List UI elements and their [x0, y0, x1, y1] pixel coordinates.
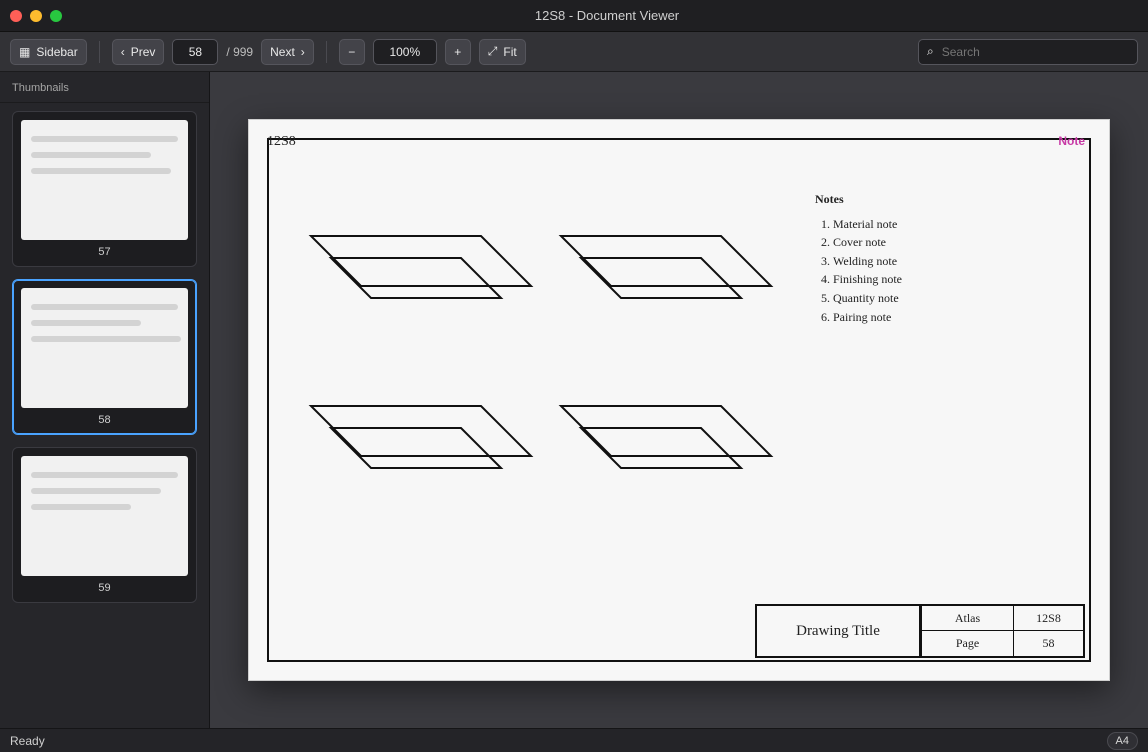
thumbnail-item[interactable]: 59 [12, 447, 197, 603]
search-field[interactable]: ⌕ [918, 38, 1138, 65]
prev-page-label: Prev [130, 44, 156, 59]
main-content: Thumbnails 57 58 [0, 72, 1148, 728]
technical-drawing [308, 235, 774, 469]
minimize-window-button[interactable] [30, 9, 42, 22]
thumbnail-item-active[interactable]: 58 [12, 279, 197, 435]
toolbar-separator-2 [325, 40, 327, 63]
thumbnail-item[interactable]: 57 [12, 111, 197, 267]
thumbnail-line [31, 320, 141, 326]
maximize-window-button[interactable] [50, 9, 62, 22]
search-input[interactable] [939, 43, 1114, 60]
document-viewer[interactable]: 12S8 Note Notes [210, 72, 1148, 728]
toolbar-separator [98, 40, 100, 63]
prev-page-button[interactable]: ‹ Prev [111, 38, 165, 65]
notes-list: Material note Cover note Welding note Fi… [815, 215, 1085, 327]
title-block-title: Drawing Title [757, 606, 921, 656]
thumbnail-line [31, 136, 178, 142]
page-annotation: Note [1058, 134, 1085, 148]
chevron-right-icon: › [300, 44, 305, 59]
status-bar: Ready A4 [0, 728, 1148, 752]
drawing-outline [558, 235, 774, 287]
page-number-value: 58 [188, 44, 203, 59]
thumbnail-list: 57 58 59 [0, 111, 209, 603]
zoom-in-button[interactable]: + [444, 38, 471, 65]
zoom-level-value: 100% [389, 44, 421, 59]
drawing-outline [308, 405, 534, 457]
sidebar-header: Thumbnails [0, 82, 209, 103]
viewer-toolbar: ▦ Sidebar ‹ Prev 58 / 999 Next › − 100% … [0, 32, 1148, 72]
title-bar: 12S8 - Document Viewer [0, 0, 1148, 32]
sidebar-toggle-button[interactable]: ▦ Sidebar [10, 38, 87, 65]
zoom-out-button[interactable]: − [338, 38, 365, 65]
thumbnail-preview [21, 288, 188, 408]
thumbnail-line [31, 504, 131, 510]
thumbnail-preview [21, 456, 188, 576]
drawing-outline [328, 427, 504, 469]
thumbnail-line [31, 336, 181, 342]
title-block-page-value: 58 [1013, 631, 1083, 656]
page-frame [267, 138, 1091, 662]
thumbnail-preview [21, 120, 188, 240]
thumbnail-line [31, 168, 171, 174]
notes-item: Material note [833, 215, 1085, 234]
thumbnail-sidebar: Thumbnails 57 58 [0, 72, 210, 728]
zoom-level-field[interactable]: 100% [372, 38, 437, 65]
notes-item: Cover note [833, 233, 1085, 252]
title-block-atlas-value: 12S8 [1013, 606, 1083, 631]
title-block: Drawing Title Atlas 12S8 Page 58 [755, 604, 1085, 658]
page-total-label: / 999 [226, 44, 254, 59]
drawing-outline [578, 257, 744, 299]
search-icon: ⌕ [927, 44, 934, 58]
notes-item: Finishing note [833, 270, 1085, 289]
drawing-outline [308, 235, 534, 287]
thumbnail-label: 59 [98, 582, 111, 594]
title-block-page-label: Page [921, 631, 1013, 656]
close-window-button[interactable] [10, 9, 22, 22]
sidebar-toggle-label: Sidebar [36, 44, 78, 59]
thumbnail-line [31, 304, 178, 310]
plus-icon: + [454, 44, 462, 59]
notes-item: Welding note [833, 252, 1085, 271]
title-block-atlas-label: Atlas [921, 606, 1013, 631]
notes-section: Notes Material note Cover note Welding n… [815, 190, 1085, 326]
thumbnail-label: 57 [98, 246, 111, 258]
window-controls [10, 9, 62, 22]
window-title: 12S8 - Document Viewer [534, 8, 680, 23]
status-left-text: Ready [10, 733, 45, 748]
paper-size-pill: A4 [1106, 731, 1138, 750]
thumbnail-line [31, 472, 178, 478]
thumbnail-line [31, 488, 161, 494]
page-header-left: 12S8 [267, 134, 296, 149]
drawing-outline [578, 427, 744, 469]
next-page-label: Next [270, 44, 295, 59]
document-page: 12S8 Note Notes [248, 119, 1110, 681]
page-number-field[interactable]: 58 [172, 38, 219, 65]
chevron-left-icon: ‹ [120, 44, 125, 59]
drawing-outline [328, 257, 504, 299]
notes-item: Pairing note [833, 308, 1085, 327]
sidebar-icon: ▦ [19, 44, 31, 59]
notes-item: Quantity note [833, 289, 1085, 308]
minus-icon: − [348, 44, 356, 59]
thumbnail-label: 58 [98, 414, 111, 426]
thumbnail-line [31, 152, 151, 158]
next-page-button[interactable]: Next › [261, 38, 314, 65]
fit-label: Fit [503, 44, 517, 59]
notes-title: Notes [815, 192, 844, 206]
fit-button[interactable]: ⤢ Fit [478, 38, 526, 65]
fit-icon: ⤢ [487, 44, 498, 58]
drawing-outline [558, 405, 774, 457]
